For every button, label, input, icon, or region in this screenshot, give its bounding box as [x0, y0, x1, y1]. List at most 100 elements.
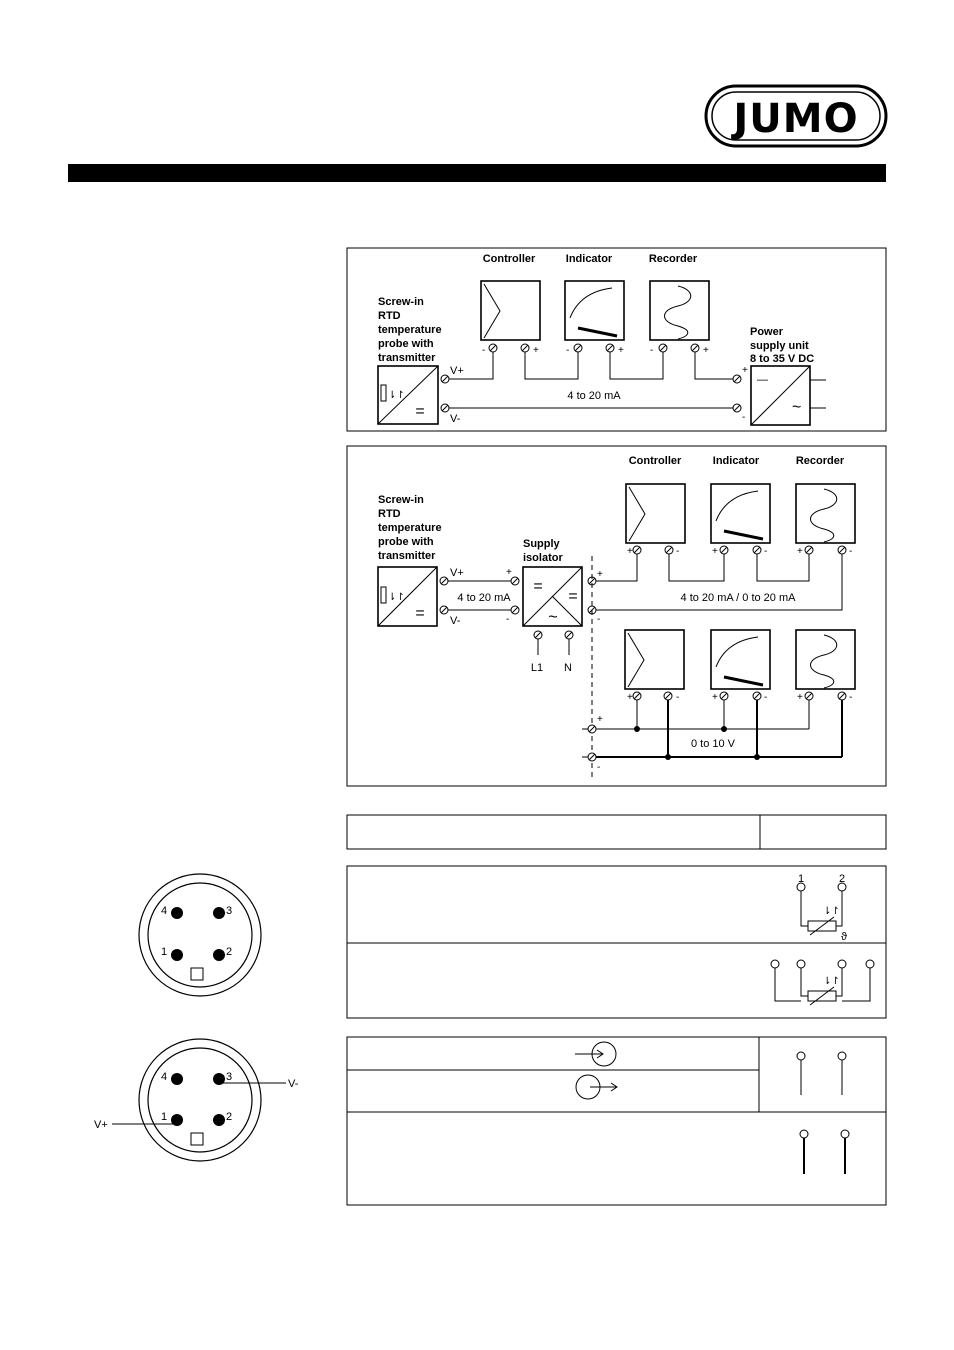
- probe-label-line: temperature: [378, 324, 442, 336]
- power-label-line: 8 to 35 V DC: [750, 353, 814, 365]
- indicator-block: [564, 280, 625, 341]
- svg-text:-: -: [650, 345, 653, 356]
- rtd-symbol: ⇂↾: [388, 390, 405, 401]
- svg-text:-: -: [482, 345, 485, 356]
- svg-text:-: -: [506, 614, 509, 625]
- recorder-label: Recorder: [796, 455, 845, 467]
- probe-label-line: transmitter: [378, 550, 436, 562]
- svg-text:-: -: [742, 412, 745, 423]
- svg-text:-: -: [676, 692, 679, 703]
- recorder-block: [795, 483, 856, 544]
- svg-text:=: =: [533, 578, 542, 595]
- svg-text:+: +: [627, 692, 633, 703]
- svg-text:+: +: [712, 546, 718, 557]
- power-label-line: supply unit: [750, 340, 809, 352]
- v-plus-label: V+: [450, 365, 464, 377]
- pin-label: 4: [161, 1071, 167, 1083]
- signal-out-label: 4 to 20 mA / 0 to 20 mA: [681, 592, 797, 604]
- svg-text:⇂↾: ⇂↾: [388, 592, 405, 603]
- instrument-terminals: + - + - + -: [627, 691, 852, 703]
- svg-text:+: +: [597, 569, 603, 580]
- pin-label: 3: [226, 1071, 232, 1083]
- l1-label: L1: [531, 662, 543, 674]
- recorder-block: [795, 629, 856, 690]
- signal-in-label: 4 to 20 mA: [457, 592, 511, 604]
- indicator-label: Indicator: [566, 253, 613, 265]
- v-minus-label: V-: [450, 615, 461, 627]
- indicator-block: [710, 483, 771, 544]
- svg-text:-: -: [597, 614, 600, 625]
- pin-label: 4: [161, 905, 167, 917]
- connector-2: 4 3 1 2 V- V+: [94, 1038, 299, 1162]
- probe-label-line: transmitter: [378, 352, 436, 364]
- v-minus-label: V-: [450, 413, 461, 425]
- equals-symbol: =: [415, 403, 424, 420]
- controller-block: [480, 280, 541, 341]
- instrument-terminals: - + - + - +: [482, 343, 709, 356]
- recorder-block: [649, 280, 710, 341]
- pin-label: 3: [226, 905, 232, 917]
- indicator-label: Indicator: [713, 455, 760, 467]
- recorder-label: Recorder: [649, 253, 698, 265]
- svg-text:+: +: [533, 345, 539, 356]
- probe-label-line: probe with: [378, 338, 434, 350]
- indicator-block: [710, 629, 771, 690]
- svg-text:-: -: [849, 692, 852, 703]
- probe-label-line: RTD: [378, 310, 401, 322]
- wiring-diagram-2: Screw-in RTD temperature probe with tran…: [346, 445, 887, 787]
- svg-text:-: -: [849, 546, 852, 557]
- svg-text:+: +: [597, 714, 603, 725]
- terminal-1-label: 1: [798, 873, 804, 885]
- logo-text: JUMO: [730, 96, 858, 142]
- connector-1: 4 3 1 2: [138, 873, 262, 997]
- probe-label-line: probe with: [378, 536, 434, 548]
- jumo-logo: JUMO: [704, 84, 888, 148]
- signal-label: 4 to 20 mA: [567, 390, 621, 402]
- probe-label-line: Screw-in: [378, 494, 424, 506]
- spec-table-header: [346, 814, 887, 850]
- pin-label: 2: [226, 946, 232, 958]
- header-bar: [68, 164, 886, 182]
- isolator-label-line: isolator: [523, 552, 563, 564]
- svg-text:+: +: [703, 345, 709, 356]
- probe-label-line: Screw-in: [378, 296, 424, 308]
- theta-symbol: ϑ: [841, 931, 847, 943]
- rtd-connection-table: 1 2 ⇂↾ ϑ ⇂↾: [346, 865, 887, 1019]
- controller-label: Controller: [483, 253, 536, 265]
- v-minus-label: V-: [288, 1078, 299, 1090]
- controller-block: [625, 483, 686, 544]
- svg-text:—: —: [757, 374, 768, 386]
- v-plus-label: V+: [94, 1119, 108, 1131]
- svg-text:+: +: [618, 345, 624, 356]
- svg-text:+: +: [627, 546, 633, 557]
- svg-text:+: +: [506, 567, 512, 578]
- svg-text:-: -: [597, 762, 600, 773]
- pin-label: 1: [161, 946, 167, 958]
- pin-label: 2: [226, 1111, 232, 1123]
- power-supply-block: — ~: [750, 365, 826, 426]
- svg-text:+: +: [742, 365, 748, 376]
- pin-label: 1: [161, 1111, 167, 1123]
- wiring-diagram-1: Screw-in RTD temperature probe with tran…: [346, 247, 887, 432]
- transmitter-block: ⇂↾ =: [377, 365, 439, 425]
- transmitter-block: ⇂↾ =: [377, 566, 438, 627]
- transmitter-connection-table: [346, 1036, 887, 1206]
- v-plus-label: V+: [450, 567, 464, 579]
- current-in-icon: [575, 1041, 617, 1067]
- current-out-icon: [575, 1074, 618, 1100]
- svg-text:+: +: [797, 692, 803, 703]
- svg-text:-: -: [676, 546, 679, 557]
- svg-text:~: ~: [792, 399, 801, 416]
- svg-text:~: ~: [548, 609, 557, 626]
- terminal-2-label: 2: [839, 873, 845, 885]
- n-label: N: [564, 662, 572, 674]
- supply-isolator-block: = = ~: [522, 566, 583, 627]
- controller-block: [624, 629, 685, 690]
- svg-text:=: =: [415, 605, 424, 622]
- svg-text:=: =: [568, 588, 577, 605]
- svg-text:+: +: [797, 546, 803, 557]
- probe-label-line: temperature: [378, 522, 442, 534]
- svg-text:-: -: [764, 546, 767, 557]
- svg-text:+: +: [712, 692, 718, 703]
- wires: [449, 352, 733, 409]
